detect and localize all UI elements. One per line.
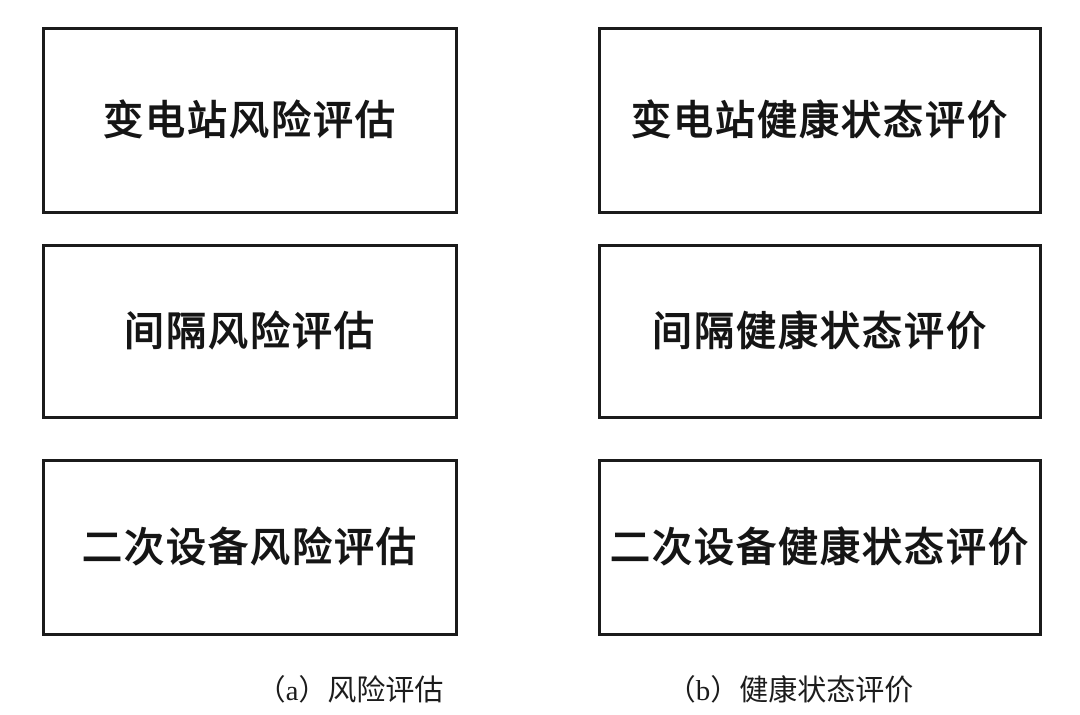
- box-label: 变电站健康状态评价: [631, 97, 1009, 143]
- box-secondary-equipment-risk-assessment: 二次设备风险评估: [42, 459, 458, 636]
- box-label: 间隔风险评估: [124, 308, 376, 354]
- box-bay-risk-assessment: 间隔风险评估: [42, 244, 458, 419]
- box-substation-risk-assessment: 变电站风险评估: [42, 27, 458, 214]
- caption-b: （b）健康状态评价: [666, 675, 914, 707]
- caption-a: （a）风险评估: [256, 675, 444, 707]
- box-bay-health-evaluation: 间隔健康状态评价: [598, 244, 1042, 419]
- box-label: 二次设备风险评估: [82, 524, 418, 570]
- box-label: 变电站风险评估: [103, 97, 397, 143]
- box-substation-health-evaluation: 变电站健康状态评价: [598, 27, 1042, 214]
- box-secondary-equipment-health-evaluation: 二次设备健康状态评价: [598, 459, 1042, 636]
- box-label: 间隔健康状态评价: [652, 308, 988, 354]
- box-label: 二次设备健康状态评价: [610, 524, 1030, 570]
